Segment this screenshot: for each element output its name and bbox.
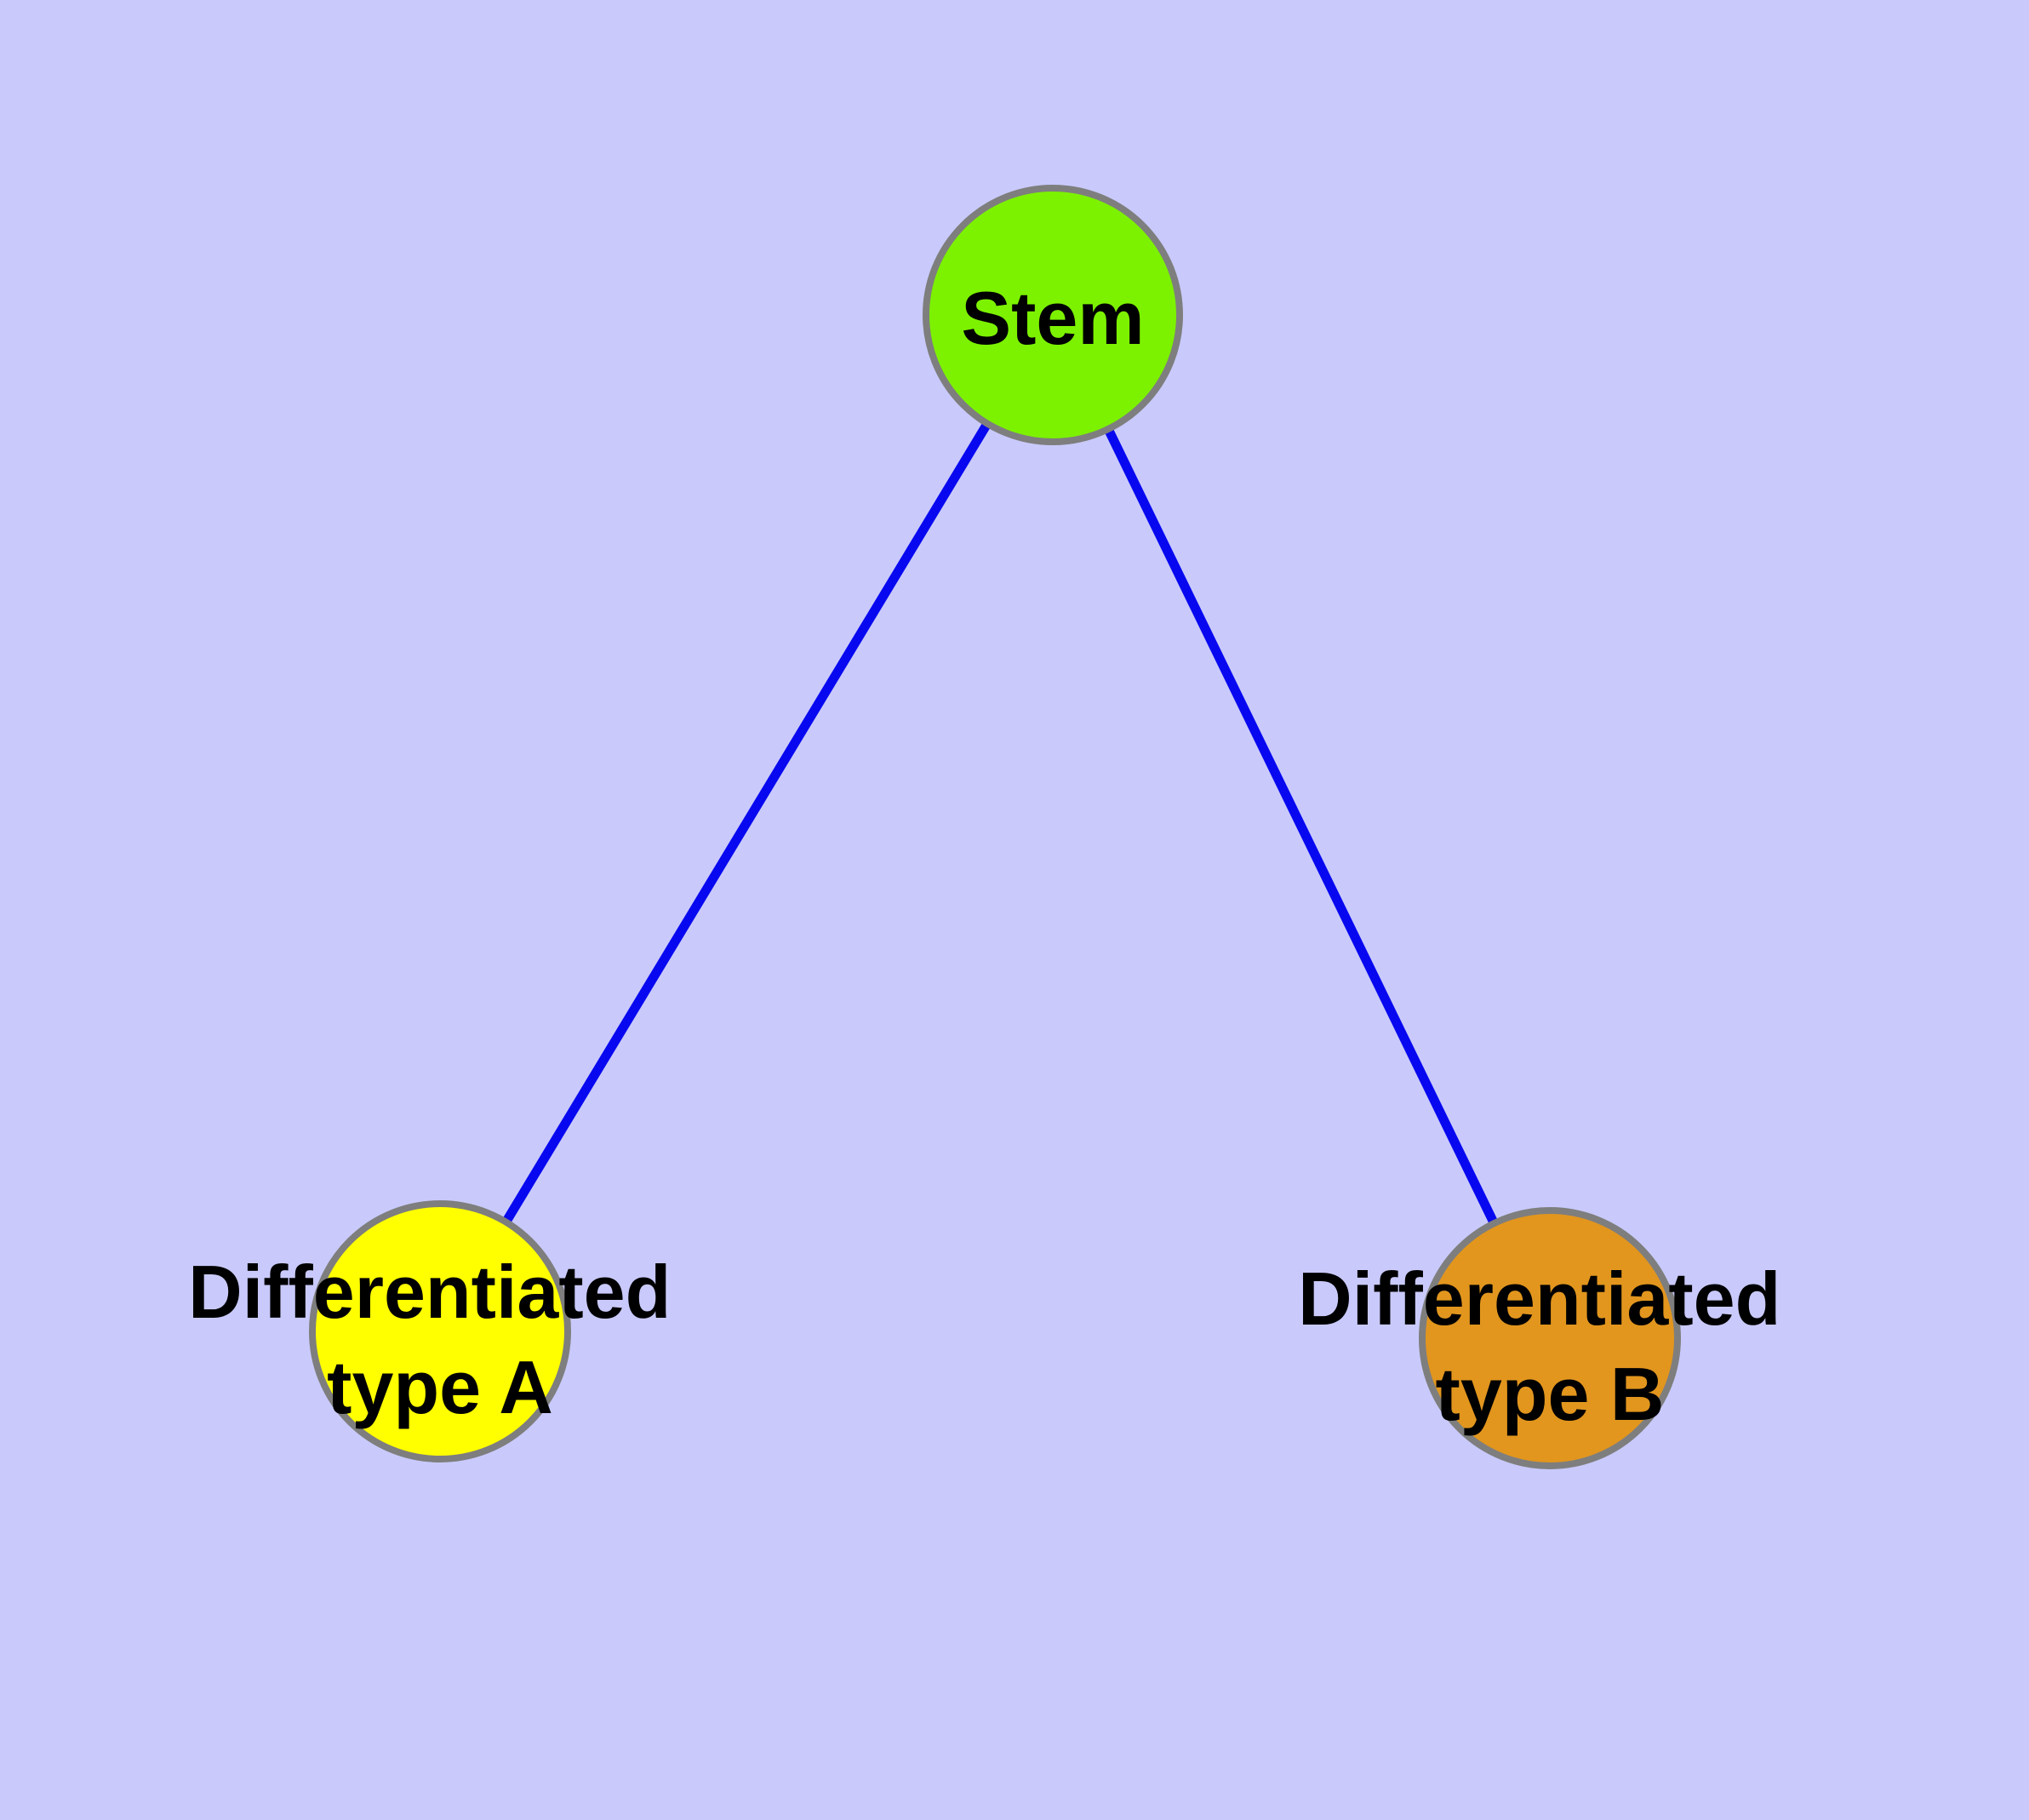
node-type-a-label-line2: type A bbox=[327, 1345, 553, 1429]
node-stem bbox=[923, 185, 1183, 445]
node-differentiated-type-a bbox=[309, 1200, 571, 1462]
node-type-b-label-line1: Differentiated bbox=[1298, 1256, 1780, 1341]
node-type-a-label-line1: Differentiated bbox=[188, 1250, 671, 1334]
node-type-b-label: Differentiated type B bbox=[1298, 1256, 1802, 1436]
node-type-a-label: Differentiated type A bbox=[188, 1250, 692, 1429]
edge-stem-to-type-a bbox=[436, 312, 1057, 1334]
node-differentiated-type-b bbox=[1419, 1207, 1681, 1469]
node-stem-label: Stem bbox=[961, 276, 1144, 360]
edge-stem-to-type-b bbox=[1049, 312, 1554, 1341]
node-type-b-label-line2: type B bbox=[1436, 1352, 1665, 1436]
